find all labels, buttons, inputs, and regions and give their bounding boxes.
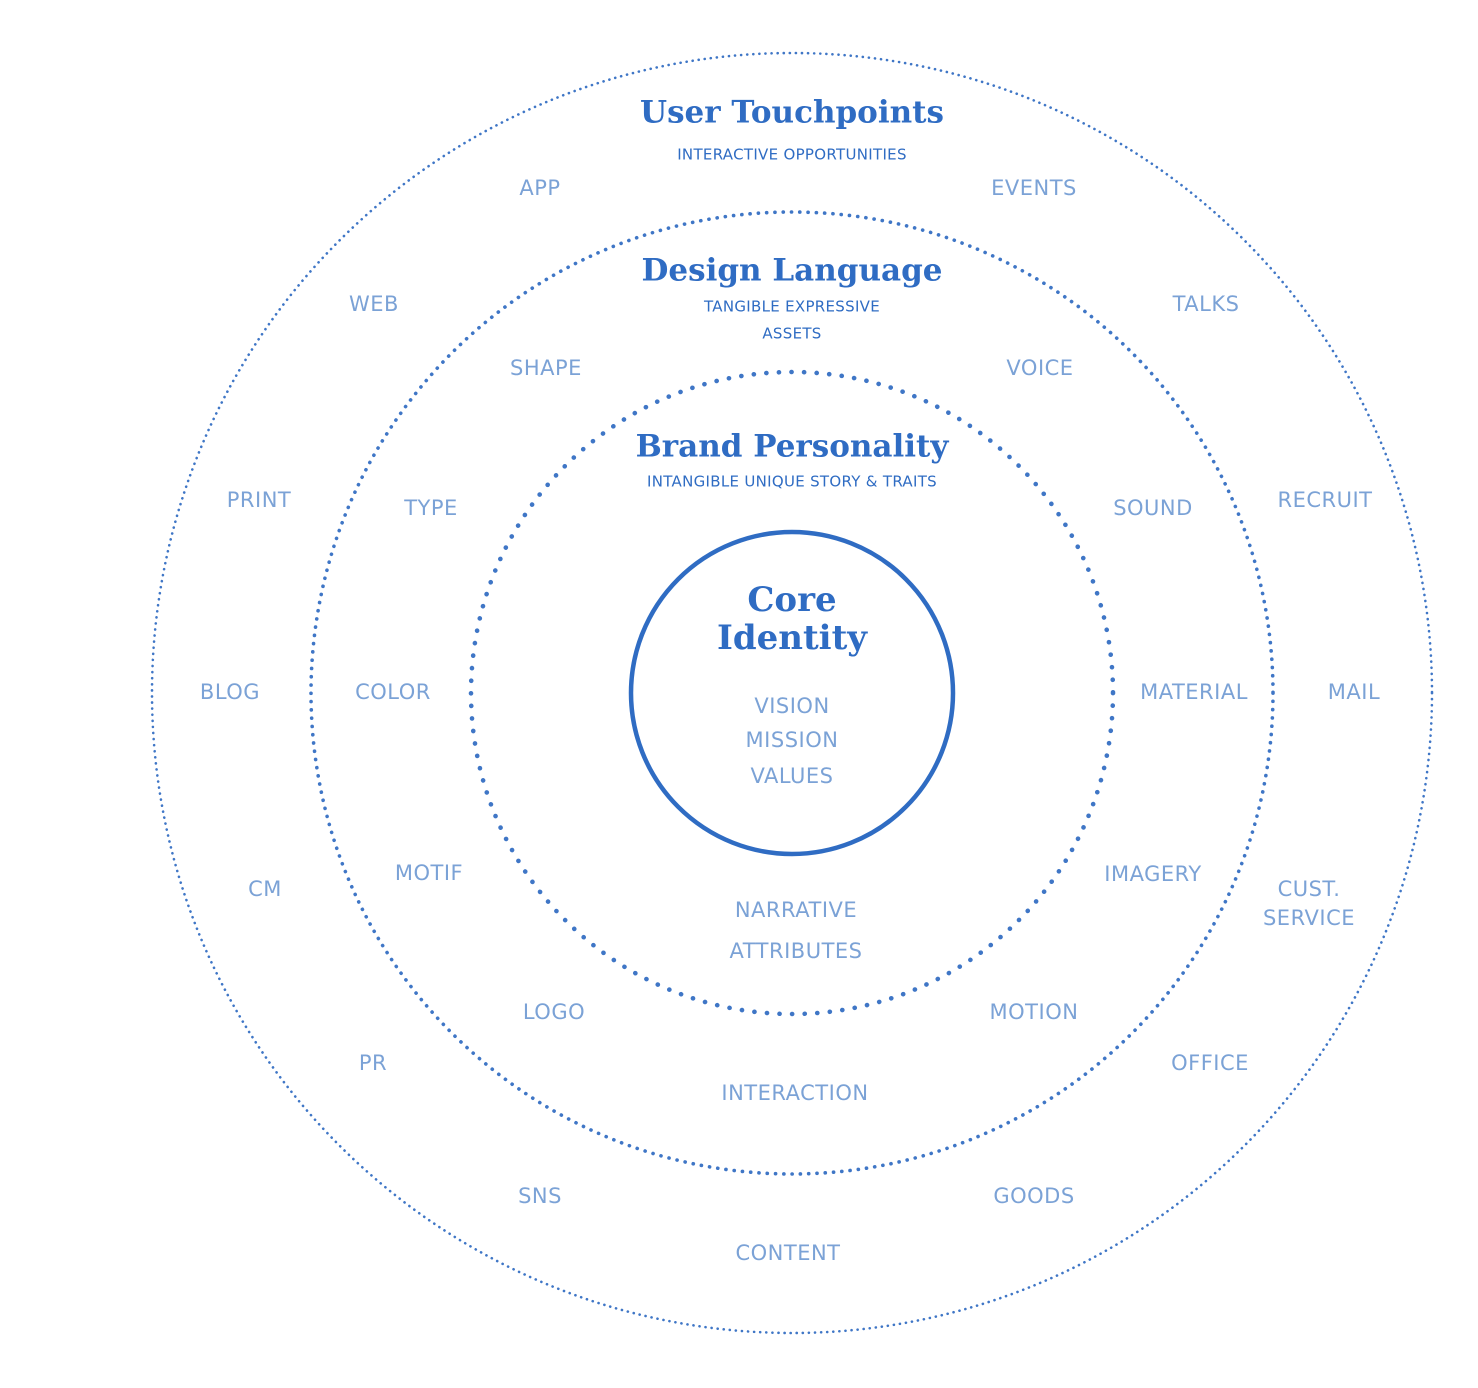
design-language-item: SOUND [1113, 496, 1193, 520]
user-touchpoint-item: PRINT [227, 488, 292, 512]
brand-personality-item: ATTRIBUTES [729, 939, 862, 963]
brand-personality-ring [468, 369, 1116, 1017]
user-touchpoint-item: GOODS [993, 1184, 1074, 1208]
core-item: VISION [754, 694, 829, 718]
core-item: VALUES [750, 764, 833, 788]
design-language-subtitle-line1: TANGIBLE EXPRESSIVE [703, 298, 880, 316]
user-touchpoint-item: WEB [349, 292, 399, 316]
design-language-subtitle-line2: ASSETS [762, 325, 821, 343]
user-touchpoint-item: CUST. [1278, 877, 1341, 901]
design-language-item: MOTIF [395, 861, 463, 885]
user-touchpoint-item: SNS [518, 1184, 562, 1208]
user-touchpoint-item: CONTENT [735, 1241, 840, 1265]
design-language-title: Design Language [642, 253, 943, 289]
design-language-item: TYPE [403, 496, 458, 520]
design-language-item: INTERACTION [721, 1081, 868, 1105]
design-language-item: COLOR [355, 680, 431, 704]
user-touchpoint-item: BLOG [200, 680, 260, 704]
user-touchpoint-item: SERVICE [1263, 906, 1355, 930]
design-language-item: MOTION [990, 1000, 1079, 1024]
design-language-item: IMAGERY [1104, 862, 1201, 886]
brand-personality-subtitle: INTANGIBLE UNIQUE STORY & TRAITS [647, 473, 937, 491]
design-language-item: SHAPE [510, 356, 582, 380]
design-language-ring [309, 210, 1275, 1176]
user-touchpoint-item: APP [519, 176, 560, 200]
user-touchpoint-item: CM [248, 877, 282, 901]
user-touchpoint-item: MAIL [1328, 680, 1380, 704]
user-touchpoint-item: TALKS [1172, 292, 1240, 316]
design-language-item: VOICE [1006, 356, 1073, 380]
core-identity-title-line1: Core [747, 580, 836, 620]
user-touchpoints-ring [150, 51, 1434, 1335]
user-touchpoint-item: PR [359, 1051, 387, 1075]
user-touchpoint-item: RECRUIT [1277, 488, 1372, 512]
design-language-item: MATERIAL [1140, 680, 1248, 704]
core-identity-ring [628, 529, 956, 857]
brand-personality-item: NARRATIVE [735, 898, 857, 922]
user-touchpoint-item: EVENTS [991, 176, 1077, 200]
user-touchpoints-subtitle: INTERACTIVE OPPORTUNITIES [677, 146, 907, 164]
brand-personality-title: Brand Personality [636, 429, 950, 465]
core-identity-title-line2: Identity [717, 618, 868, 658]
user-touchpoints-title: User Touchpoints [640, 95, 944, 131]
design-language-item: LOGO [523, 1000, 585, 1024]
core-item: MISSION [746, 728, 839, 752]
user-touchpoint-item: OFFICE [1171, 1051, 1249, 1075]
